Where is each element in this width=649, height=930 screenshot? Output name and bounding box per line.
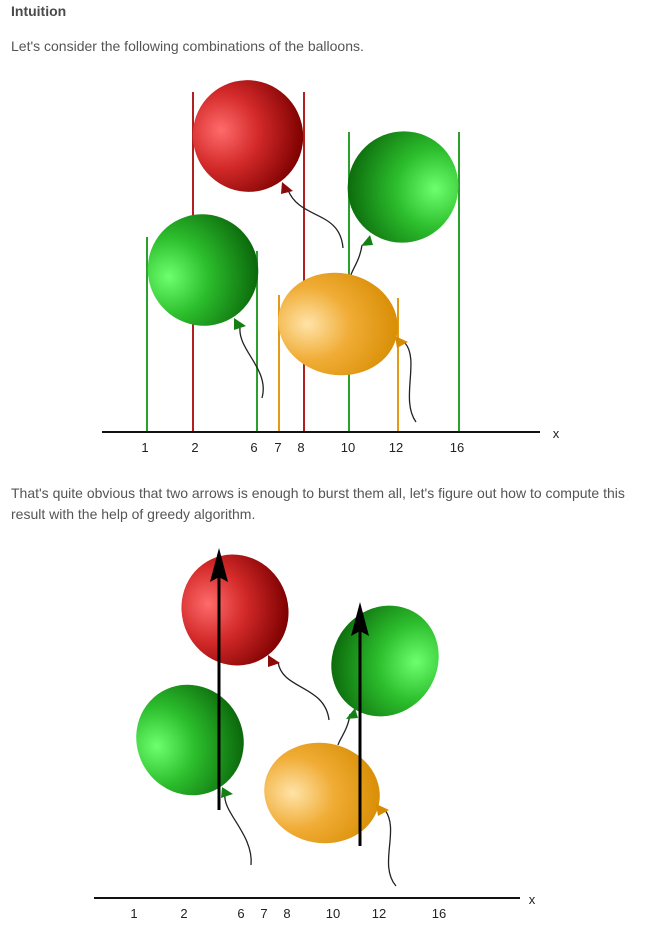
tick-label: 1 [141, 440, 148, 455]
tick-label: 8 [283, 906, 290, 921]
x-axis-label: x [529, 892, 536, 907]
arrows-figure: x 1 2 6 7 8 10 12 16 [94, 548, 536, 921]
tick-label: 8 [297, 440, 304, 455]
tick-label: 16 [450, 440, 464, 455]
tick-label: 6 [237, 906, 244, 921]
tick-label: 2 [180, 906, 187, 921]
tick-label: 12 [372, 906, 386, 921]
tick-label: 10 [326, 906, 340, 921]
green-balloon-left [136, 684, 244, 798]
green-balloon-right [331, 605, 439, 719]
tick-label: 10 [341, 440, 355, 455]
intro-paragraph: Let's consider the following combination… [11, 38, 364, 54]
arrow-1 [210, 548, 228, 810]
balloon-strings [239, 189, 417, 423]
orange-balloon [264, 742, 389, 844]
arrow-2 [351, 602, 369, 846]
red-balloon [181, 554, 289, 667]
orange-balloon [278, 272, 408, 376]
tick-label: 7 [274, 440, 281, 455]
x-axis-label: x [553, 426, 560, 441]
tick-label: 16 [432, 906, 446, 921]
tick-label: 7 [260, 906, 267, 921]
green-balloon-left [147, 214, 259, 330]
tick-label: 6 [250, 440, 257, 455]
x-axis: x 1 2 6 7 8 10 12 16 [94, 892, 536, 921]
balloon-intervals-figure: x 1 2 6 7 8 10 12 16 [102, 80, 560, 455]
explanation-paragraph: That's quite obvious that two arrows is … [11, 485, 625, 522]
tick-label: 1 [130, 906, 137, 921]
green-balloon-right [347, 131, 459, 246]
section-heading: Intuition [11, 3, 67, 19]
red-balloon [192, 80, 304, 194]
tick-label: 2 [191, 440, 198, 455]
x-axis: x 1 2 6 7 8 10 12 16 [102, 426, 560, 455]
tick-label: 12 [389, 440, 403, 455]
